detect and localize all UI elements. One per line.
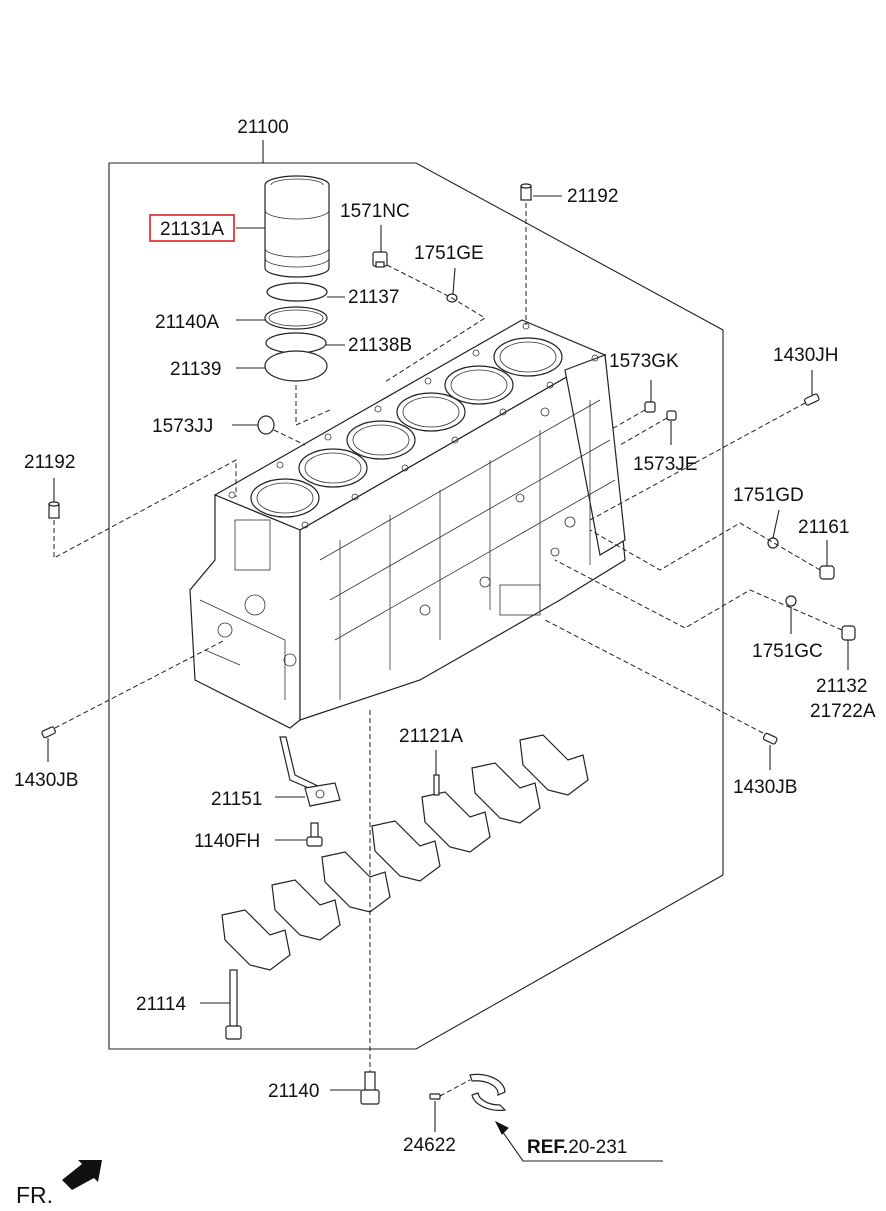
o-ring-21140a (264, 306, 328, 330)
label-21161: 21161 (798, 517, 849, 538)
label-21140a: 21140A (155, 312, 219, 333)
pin-1430jb-left (41, 726, 56, 739)
label-front: FR. (16, 1182, 53, 1208)
label-21138b: 21138B (348, 335, 412, 356)
bolt-21140 (360, 1071, 380, 1105)
ref-number: 20-231 (568, 1137, 627, 1158)
label-21132: 21132 (816, 676, 867, 697)
assembly-frame (108, 140, 724, 1050)
o-ring-21139 (264, 350, 328, 382)
cap-bolt-21114 (225, 969, 242, 1040)
oil-jet-21151 (279, 736, 341, 807)
label-21151: 21151 (211, 789, 262, 810)
label-1430jb-right: 1430JB (733, 777, 797, 798)
label-21131a: 21131A (160, 219, 224, 240)
label-21121a: 21121A (399, 726, 463, 747)
label-1751gc: 1751GC (752, 641, 823, 662)
label-1573gk: 1573GK (609, 351, 679, 372)
block-side-details (199, 399, 616, 700)
label-1573je: 1573JE (633, 454, 697, 475)
label-21100: 21100 (237, 117, 288, 138)
pin-1430jh (804, 393, 820, 406)
cylinder-bores (250, 337, 563, 518)
label-1430jb-left: 1430JB (14, 770, 78, 791)
label-21192-top: 21192 (567, 186, 618, 207)
label-1751ge: 1751GE (414, 243, 484, 264)
plug-21132 (841, 625, 856, 641)
pin-1430jb-right (762, 732, 778, 745)
o-ring-21137 (266, 282, 328, 302)
o-ring-21138b (265, 332, 327, 354)
plug-1571nc (372, 251, 388, 268)
label-1140fh: 1140FH (194, 831, 260, 852)
main-bearing-caps (221, 734, 589, 971)
cylinder-block (189, 319, 626, 729)
label-21192-left: 21192 (24, 452, 75, 473)
part-labels: 21100 21131A 21137 21140A 21138B 21139 1… (14, 117, 876, 1208)
bolt-1140fh (306, 822, 323, 847)
dowel-pin-21192-top (520, 183, 532, 201)
highlight-box (149, 214, 235, 242)
label-21137: 21137 (348, 287, 399, 308)
label-21722a: 21722A (810, 701, 876, 722)
front-arrow-icon (62, 1160, 102, 1190)
plug-1573je (666, 410, 677, 421)
label-21140: 21140 (268, 1081, 319, 1102)
ref-link[interactable]: REF.20-231 (527, 1137, 627, 1158)
label-21139: 21139 (170, 359, 221, 380)
label-1573jj: 1573JJ (152, 416, 213, 437)
plug-1573gk (644, 401, 656, 413)
label-24622: 24622 (403, 1135, 456, 1156)
label-1751gd: 1751GD (733, 485, 804, 506)
washer-1751gd (767, 537, 779, 549)
label-1571nc: 1571NC (340, 201, 410, 222)
ref-prefix: REF. (527, 1137, 568, 1158)
plug-21161 (819, 565, 835, 580)
washer-1751gc (785, 595, 797, 607)
thrust-washer-24622 (429, 1073, 507, 1111)
label-21114: 21114 (136, 994, 186, 1015)
label-1430jh: 1430JH (773, 345, 839, 366)
plug-1573jj (257, 415, 275, 435)
cylinder-liner-21131a (264, 175, 330, 278)
dowel-pin-21192-left (48, 501, 60, 519)
leader-lines (53, 195, 562, 502)
